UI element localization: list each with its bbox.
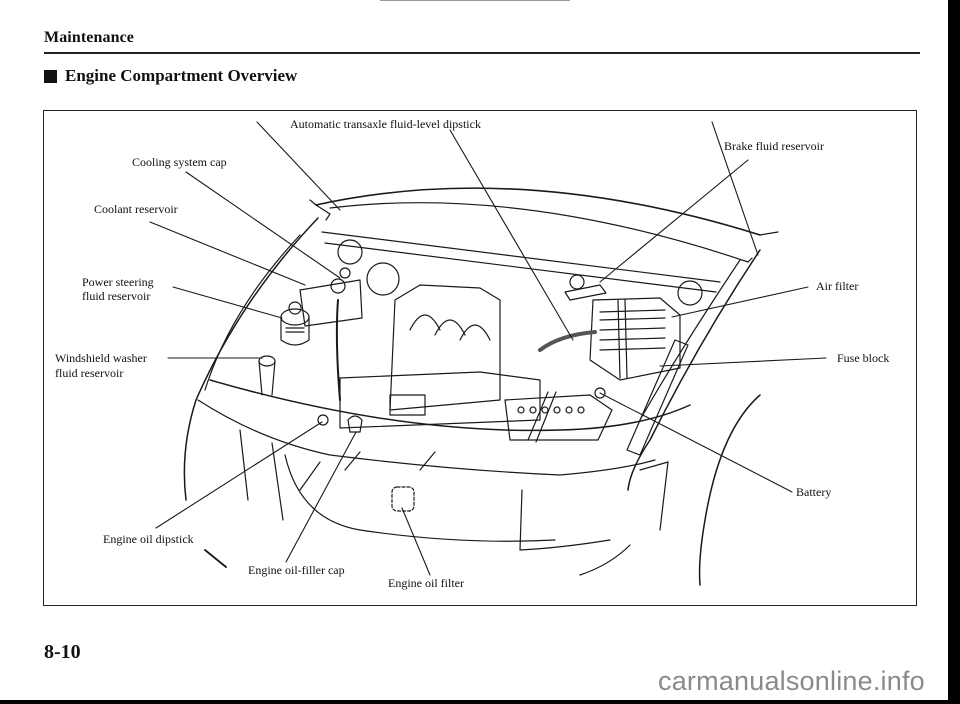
diagram-frame — [43, 110, 917, 606]
leader-air-filter — [671, 286, 809, 318]
leader-oil-dipstick-tail — [204, 549, 227, 568]
leader-oil-filler — [285, 431, 357, 563]
open-hood — [309, 187, 779, 263]
washer-reservoir-drawing — [258, 355, 276, 396]
page-heading: Engine Compartment Overview — [44, 66, 297, 86]
leader-hood-right — [711, 121, 759, 256]
power-steering-reservoir-drawing — [280, 301, 310, 346]
section-divider — [44, 52, 920, 54]
leader-fuse-block — [659, 357, 827, 367]
page-heading-text: Engine Compartment Overview — [65, 66, 298, 85]
scan-edge-bottom — [0, 700, 960, 704]
coolant-reservoir-drawing — [299, 239, 400, 401]
coolant-tank-cap — [366, 262, 400, 296]
leader-cooling-cap — [185, 171, 341, 279]
label-air-filter: Air filter — [816, 279, 859, 293]
label-washer-line1: Windshield washer — [55, 351, 147, 365]
engine-intake-manifold — [339, 284, 541, 429]
front-bumper — [197, 379, 691, 576]
label-engine-oil-dipstick: Engine oil dipstick — [103, 532, 194, 546]
oil-dipstick-handle — [317, 414, 329, 426]
leader-battery — [599, 392, 793, 493]
battery-drawing — [504, 387, 613, 443]
fuse-block-drawing — [626, 339, 689, 456]
scan-top-rule — [380, 0, 570, 1]
oil-filter-hidden-outline — [391, 486, 415, 512]
label-fuse-block: Fuse block — [837, 351, 890, 365]
label-engine-oil-filter: Engine oil filter — [388, 576, 464, 590]
label-power-steering-line1: Power steering — [82, 275, 154, 289]
bullet-square-icon — [44, 69, 57, 83]
label-cooling-system-cap: Cooling system cap — [132, 155, 227, 169]
leader-oil-dipstick — [155, 421, 323, 529]
watermark: carmanualsonline.info — [658, 666, 925, 696]
cooling-system-cap-shape — [339, 267, 351, 279]
cowl-line — [321, 231, 721, 283]
label-atf-dipstick: Automatic transaxle fluid-level dipstick — [290, 117, 481, 131]
leader-power-steering — [172, 286, 283, 319]
leader-hood-left — [256, 121, 341, 211]
label-brake-fluid-reservoir: Brake fluid reservoir — [724, 139, 824, 153]
air-filter-box-drawing — [538, 274, 703, 381]
section-title: Maintenance — [44, 29, 134, 46]
leader-brake-fluid — [599, 159, 749, 283]
label-engine-oil-filler-cap: Engine oil-filler cap — [248, 563, 345, 577]
leader-atf-dipstick — [449, 129, 574, 341]
label-coolant-reservoir: Coolant reservoir — [94, 202, 178, 216]
oil-filler-cap-shape — [347, 415, 363, 433]
leader-lines — [149, 121, 827, 576]
leader-oil-filter — [401, 507, 431, 576]
leader-coolant-reservoir — [149, 221, 306, 286]
page-number: 8-10 — [44, 641, 81, 663]
label-power-steering-line2: fluid reservoir — [82, 289, 151, 303]
scan-edge-right — [948, 0, 960, 704]
fender-outline — [183, 217, 761, 586]
label-washer-line2: fluid reservoir — [55, 366, 124, 380]
label-battery: Battery — [796, 485, 832, 499]
